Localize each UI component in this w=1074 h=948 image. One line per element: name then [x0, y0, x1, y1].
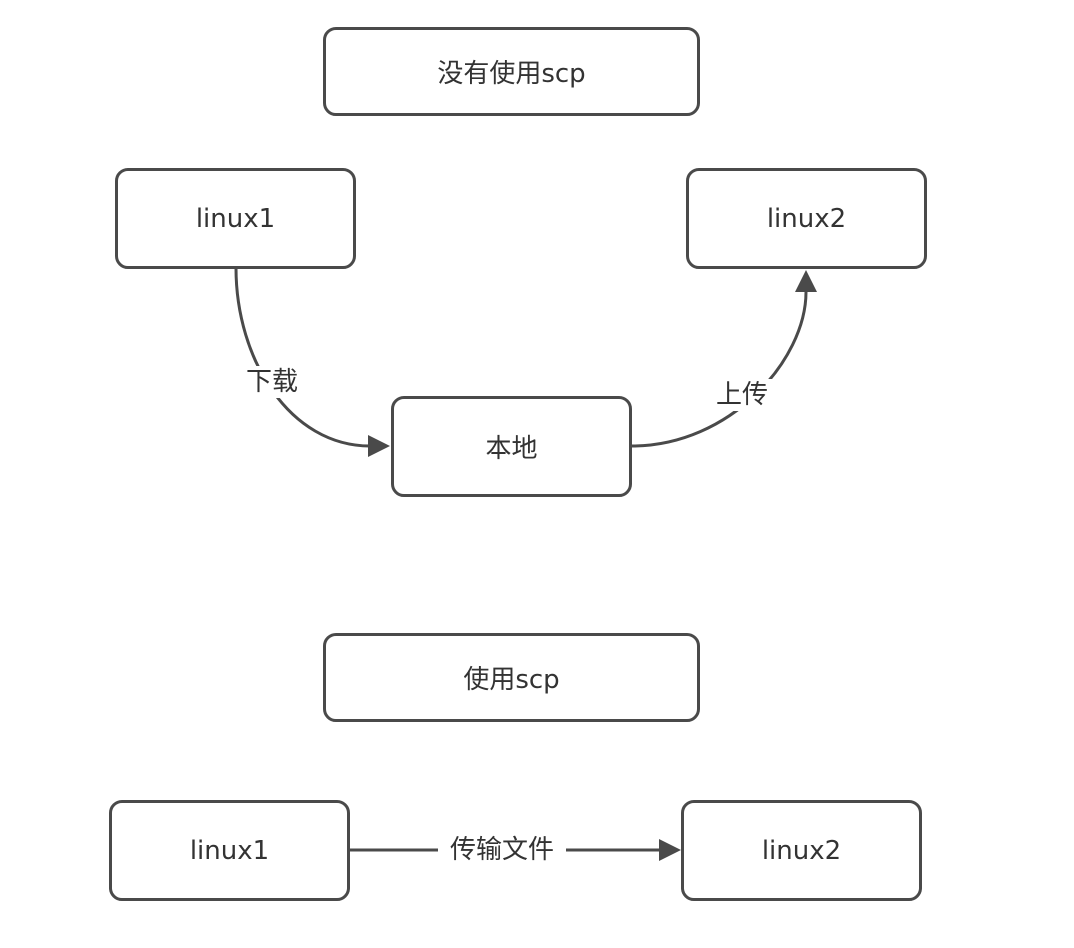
linux2-label: linux2 — [761, 835, 842, 866]
diagram2-title-box: 使用scp — [323, 633, 700, 722]
download-connector — [234, 267, 371, 448]
download-edge-label: 下载 — [240, 366, 305, 398]
diagram1-local-node: 本地 — [391, 396, 632, 497]
transfer-arrowhead — [659, 839, 681, 861]
download-arrowhead — [368, 435, 390, 457]
upload-edge-label: 上传 — [710, 379, 775, 411]
linux1-label: linux1 — [189, 835, 270, 866]
transfer-edge-label: 传输文件 — [438, 834, 567, 866]
diagram1-linux2-node: linux2 — [686, 168, 927, 269]
diagram1-title-box: 没有使用scp — [323, 27, 700, 116]
upload-connector — [631, 291, 808, 448]
diagram1-title: 没有使用scp — [437, 59, 586, 89]
local-label: 本地 — [485, 434, 538, 464]
diagram2-title: 使用scp — [463, 665, 560, 695]
linux2-label: linux2 — [766, 203, 847, 234]
upload-arrowhead — [795, 270, 817, 292]
linux1-label: linux1 — [195, 203, 276, 234]
diagram2-linux1-node: linux1 — [109, 800, 350, 901]
diagram2-linux2-node: linux2 — [681, 800, 922, 901]
diagram1-linux1-node: linux1 — [115, 168, 356, 269]
